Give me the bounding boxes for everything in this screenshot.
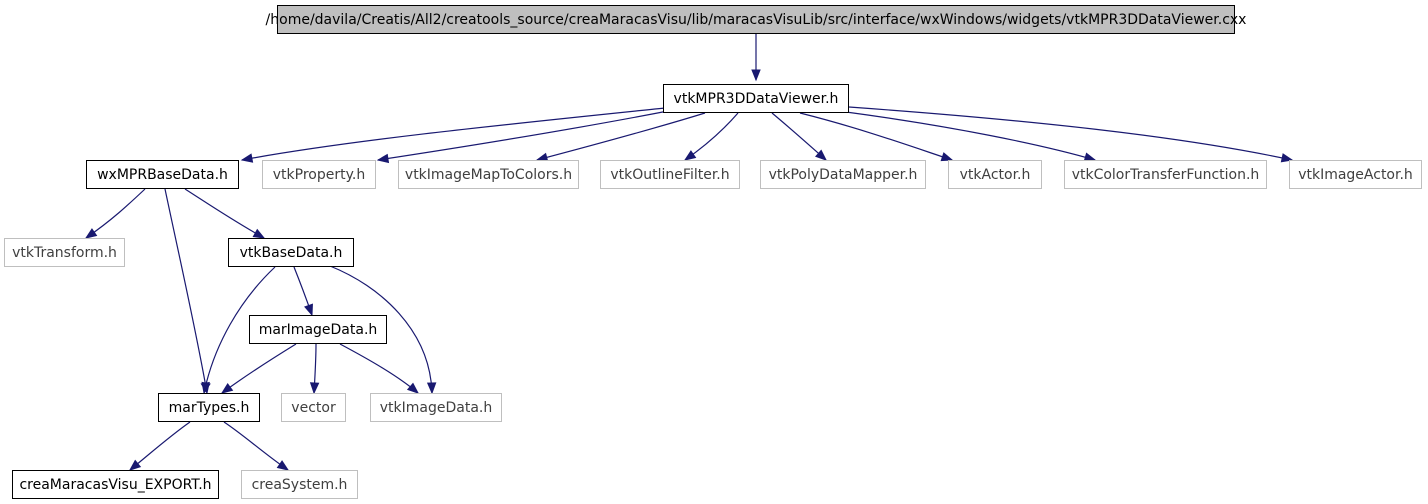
node-marImageData: marImageData.h xyxy=(249,315,387,344)
node-vtkProperty: vtkProperty.h xyxy=(262,160,376,189)
edge-wxMPRBaseData-to-vtkTransform xyxy=(85,188,146,239)
arrowhead-vtkImageData xyxy=(406,382,420,394)
edge-wxMPRBaseData-to-marTypes xyxy=(164,188,208,394)
arrowhead-vtkPolyDataMapper xyxy=(815,149,828,161)
edge-vtkBaseData-to-marTypes xyxy=(203,266,276,394)
node-vector: vector xyxy=(281,393,346,422)
arrowhead-vtkImageData xyxy=(426,382,437,395)
node-creaMaracasVisu_EXPORT: creaMaracasVisu_EXPORT.h xyxy=(12,470,219,499)
edge-marTypes-to-creaSystem xyxy=(223,421,289,471)
edge-vtkMPR3DDataViewer-to-vtkPolyDataMapper xyxy=(771,112,827,161)
arrowhead-marTypes xyxy=(201,381,211,395)
edge-marTypes-to-creaMaracasVisu_EXPORT xyxy=(129,421,191,471)
edge-vtkMPR3DDataViewer-to-vtkActor xyxy=(799,112,953,161)
node-vtkColorTransferFunction: vtkColorTransferFunction.h xyxy=(1064,160,1267,189)
node-root-file: /home/davila/Creatis/All2/creatools_sour… xyxy=(266,5,1246,34)
edge-marImageData-to-vtkImageData xyxy=(339,343,419,394)
arrowhead-vtkImageActor xyxy=(1280,153,1294,163)
node-wxMPRBaseData: wxMPRBaseData.h xyxy=(86,160,239,189)
node-vtkImageMapToColors: vtkImageMapToColors.h xyxy=(398,160,579,189)
edge-vtkMPR3DDataViewer-to-vtkOutlineFilter xyxy=(684,112,739,161)
node-vtkTransform: vtkTransform.h xyxy=(4,238,125,267)
edge-marImageData-to-marTypes xyxy=(221,343,297,394)
edge-vtkMPR3DDataViewer-to-wxMPRBaseData xyxy=(241,107,666,161)
arrowhead-marImageData xyxy=(304,303,313,317)
node-creaSystem: creaSystem.h xyxy=(241,470,358,499)
node-vtkMPR3DDataViewer: vtkMPR3DDataViewer.h xyxy=(663,84,849,113)
arrowhead-vtkOutlineFilter xyxy=(683,150,697,161)
edge-wxMPRBaseData-to-vtkBaseData xyxy=(184,188,265,239)
arrowhead-marTypes xyxy=(220,382,234,394)
edge-vtkMPR3DDataViewer-to-vtkImageMapToColors xyxy=(536,112,706,161)
node-vtkImageActor: vtkImageActor.h xyxy=(1289,160,1422,189)
node-vtkImageData: vtkImageData.h xyxy=(370,393,502,422)
arrowhead-creaMaracasVisu_EXPORT xyxy=(128,459,142,471)
arrowhead-vtkProperty xyxy=(376,153,390,164)
node-vtkActor: vtkActor.h xyxy=(948,160,1042,189)
edge-vtkMPR3DDataViewer-to-vtkProperty xyxy=(377,110,669,161)
arrowhead-vtkTransform xyxy=(84,228,98,239)
node-vtkPolyDataMapper: vtkPolyDataMapper.h xyxy=(760,160,926,189)
arrowhead-vector xyxy=(309,382,320,395)
node-vtkOutlineFilter: vtkOutlineFilter.h xyxy=(600,160,740,189)
arrowhead-creaSystem xyxy=(276,460,290,471)
edge-vtkBaseData-to-vtkImageData xyxy=(329,265,433,394)
edge-vtkMPR3DDataViewer-to-vtkColorTransferFunction xyxy=(845,111,1096,161)
edge-vtkMPR3DDataViewer-to-vtkImageActor xyxy=(848,106,1293,161)
arrowhead-vtkBaseData xyxy=(252,228,266,239)
arrowhead-vtkActor xyxy=(940,152,954,162)
node-marTypes: marTypes.h xyxy=(158,393,260,422)
arrowhead-wxMPRBaseData xyxy=(240,153,254,163)
node-vtkBaseData: vtkBaseData.h xyxy=(228,238,354,267)
arrowhead-vtkMPR3DDataViewer xyxy=(751,69,761,82)
